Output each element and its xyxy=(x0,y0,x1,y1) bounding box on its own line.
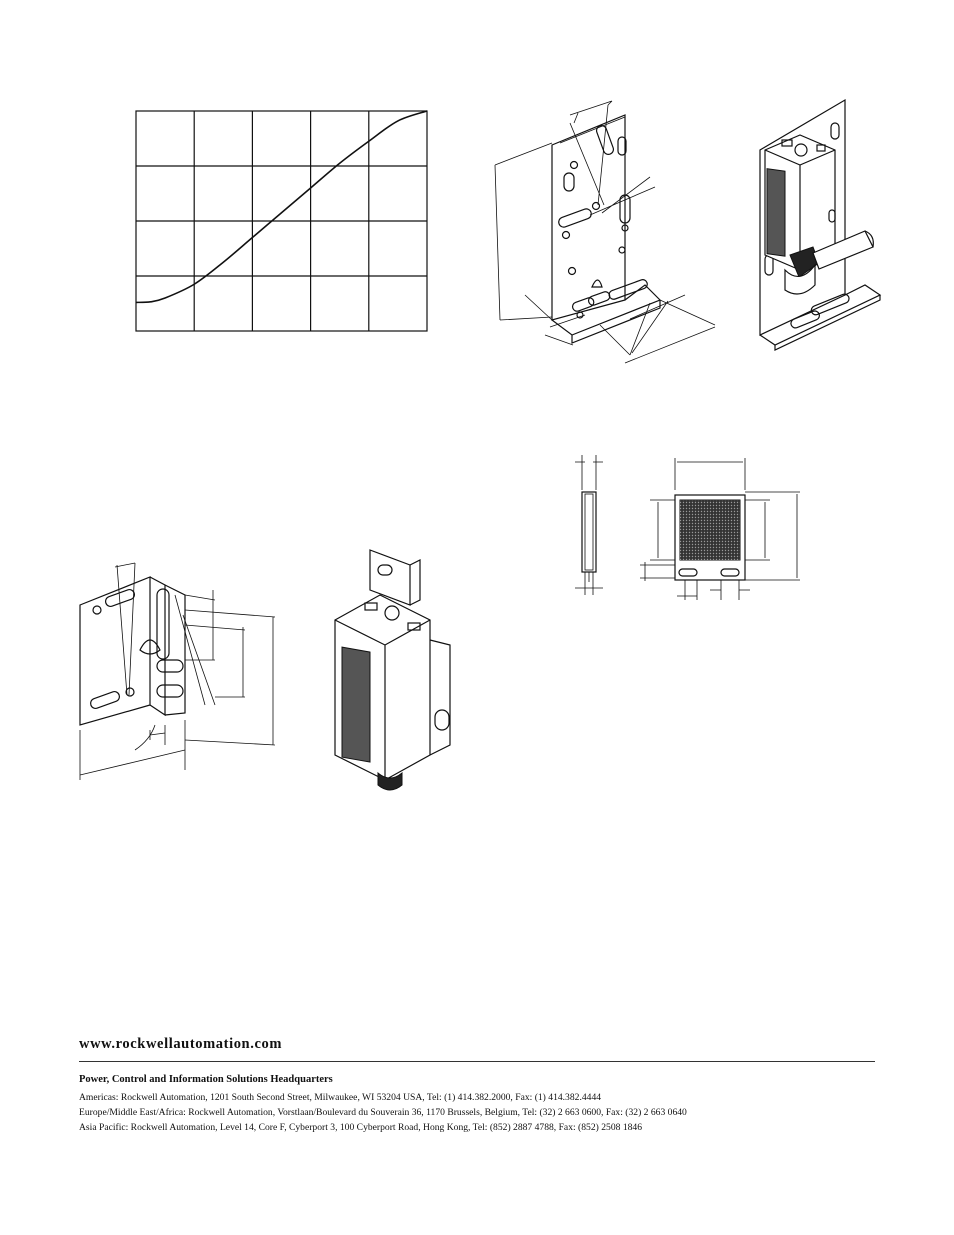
footer-divider xyxy=(79,1061,875,1062)
chart-grid xyxy=(136,111,427,331)
chart-series-line xyxy=(135,110,428,304)
footer-address-emea: Europe/Middle East/Africa: Rockwell Auto… xyxy=(79,1107,687,1118)
chart-frame xyxy=(135,110,428,332)
footer-address-asia-pacific: Asia Pacific: Rockwell Automation, Level… xyxy=(79,1122,643,1133)
sensor-with-bracket-b xyxy=(334,549,451,791)
footer-address-americas: Americas: Rockwell Automation, 1201 Sout… xyxy=(79,1092,602,1103)
mounting-bracket-diagram-b xyxy=(79,562,276,780)
footer-headquarters-title: Power, Control and Information Solutions… xyxy=(79,1074,333,1085)
excess-gain-chart xyxy=(135,110,428,332)
mounting-bracket-diagram-a xyxy=(494,100,716,364)
footer-website-url[interactable]: www.rockwellautomation.com xyxy=(79,1036,283,1052)
reflector-dimension-diagram xyxy=(575,455,800,600)
sensor-with-bracket-a xyxy=(759,98,882,351)
